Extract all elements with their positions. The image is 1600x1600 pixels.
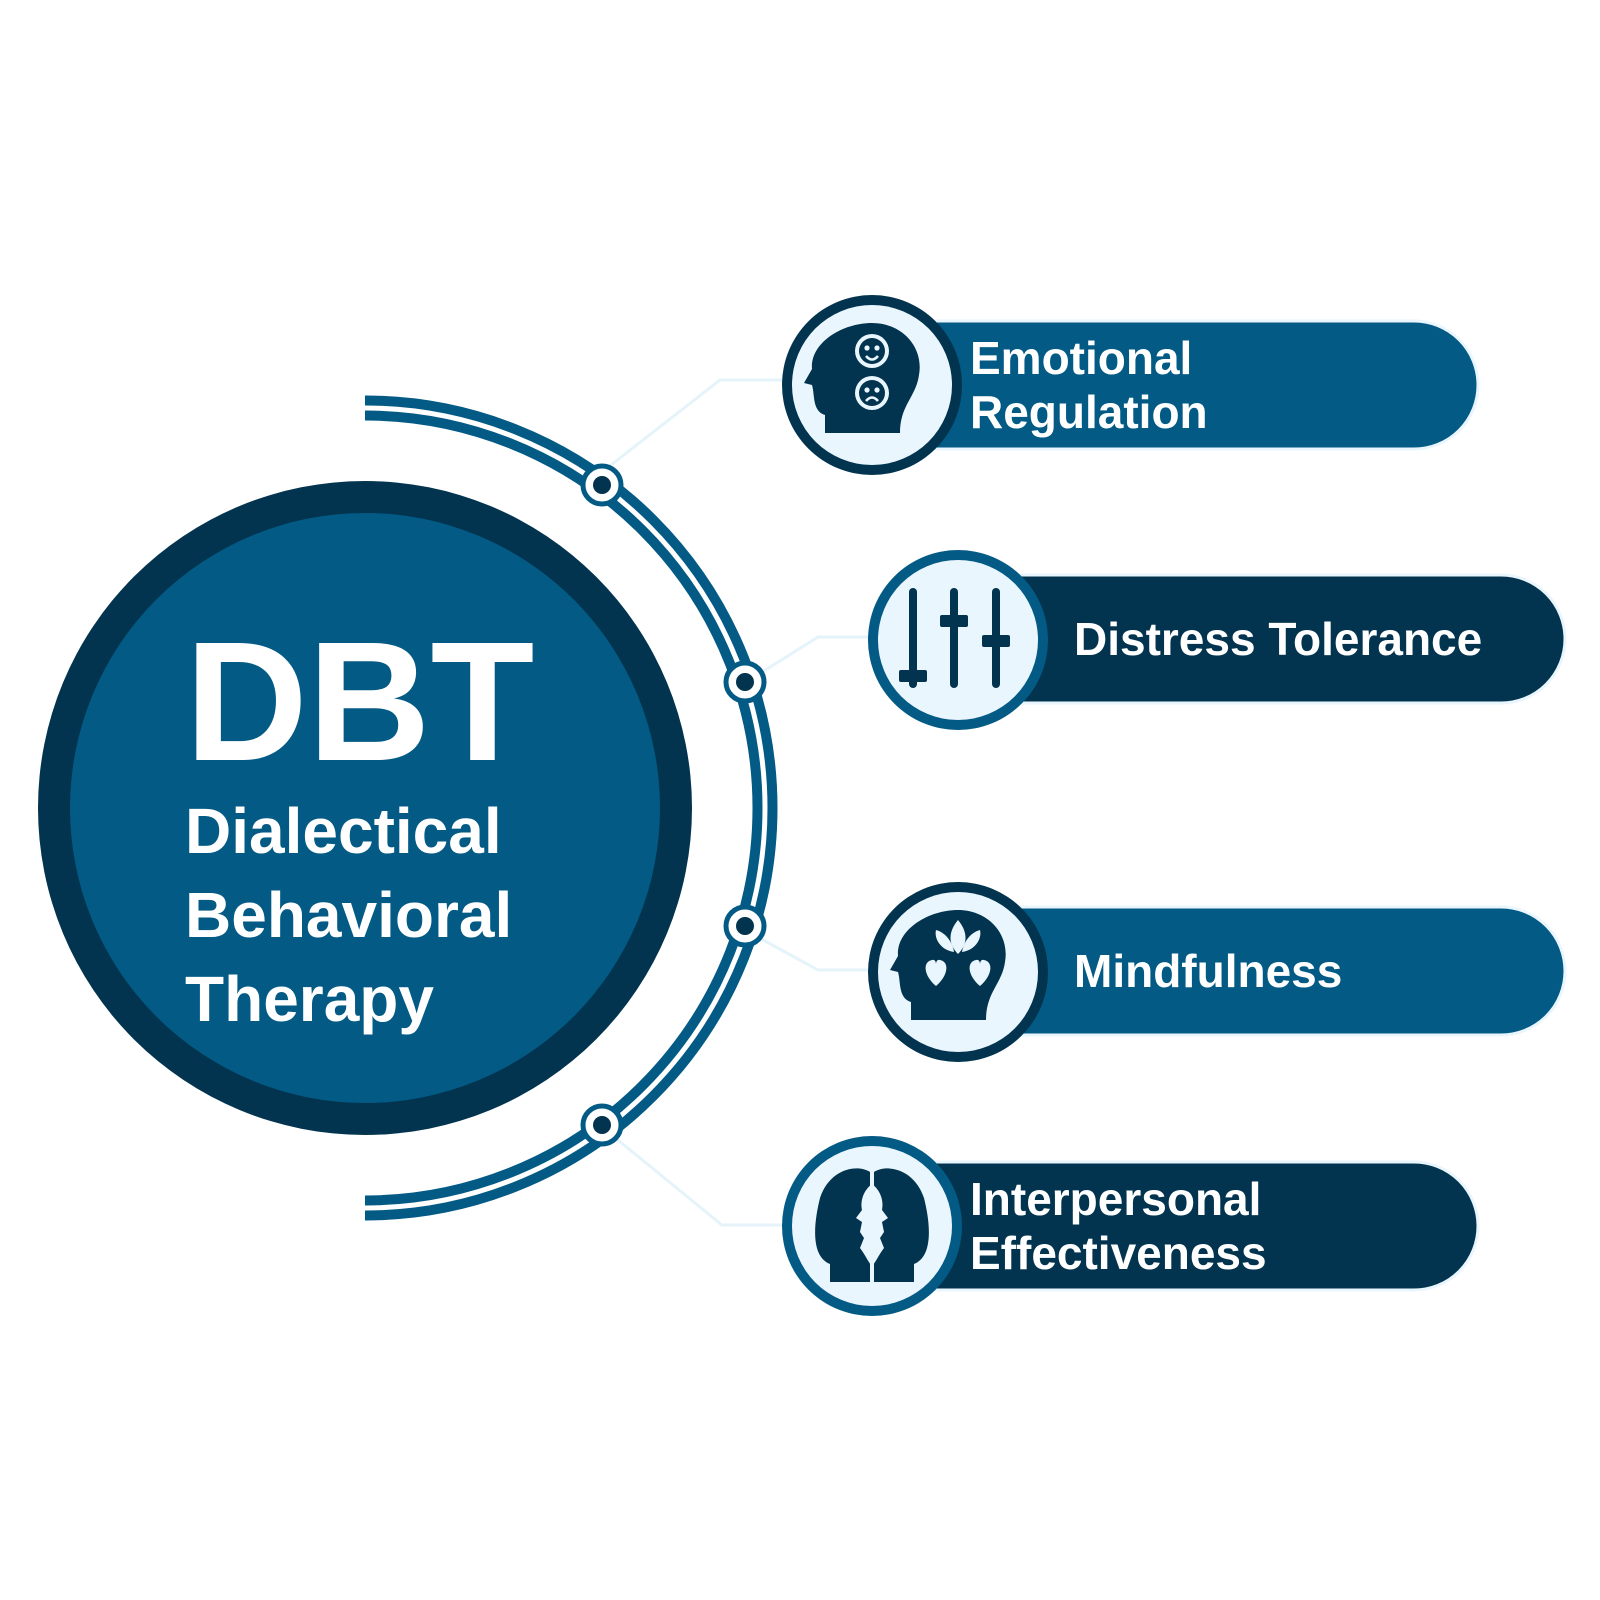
two-faces-icon [815,1168,929,1282]
arc-node-4 [580,1103,624,1147]
arc-node-2 [723,660,767,704]
pillar-distress-tolerance: Distress Tolerance [868,550,1567,730]
arc-nodes [580,463,767,1147]
arc-node-3 [723,904,767,948]
connector-3 [742,927,872,972]
connector-2 [742,635,872,686]
pillar-label-line-1: Emotional [970,332,1192,384]
head-emotions-icon [804,323,920,433]
connector-4 [601,1125,782,1227]
pillar-label-line-1: Interpersonal [970,1173,1261,1225]
pillar-emotional-regulation: Emotional Regulation [782,295,1480,475]
dbt-name-line-2: Behavioral [185,879,512,951]
pillar-mindfulness: Mindfulness [868,882,1567,1062]
pillar-label-line-1: Mindfulness [1074,945,1342,997]
pillar-label-line-2: Effectiveness [970,1227,1267,1279]
pillar-label-line-2: Regulation [970,386,1208,438]
pillar-label-line-1: Distress Tolerance [1074,613,1482,665]
connector-lines [601,378,872,1227]
dbt-name-line-3: Therapy [185,963,434,1035]
dbt-acronym: DBT [185,607,534,797]
arc-node-1 [580,463,624,507]
sliders-icon [899,588,1010,688]
center-circle: DBT Dialectical Behavioral Therapy [38,481,692,1135]
outer-arc [364,395,778,1221]
connector-1 [601,378,782,474]
head-lotus-hearts-icon [890,910,1006,1020]
dbt-name-line-1: Dialectical [185,795,502,867]
pillar-interpersonal-effectiveness: Interpersonal Effectiveness [782,1136,1480,1316]
